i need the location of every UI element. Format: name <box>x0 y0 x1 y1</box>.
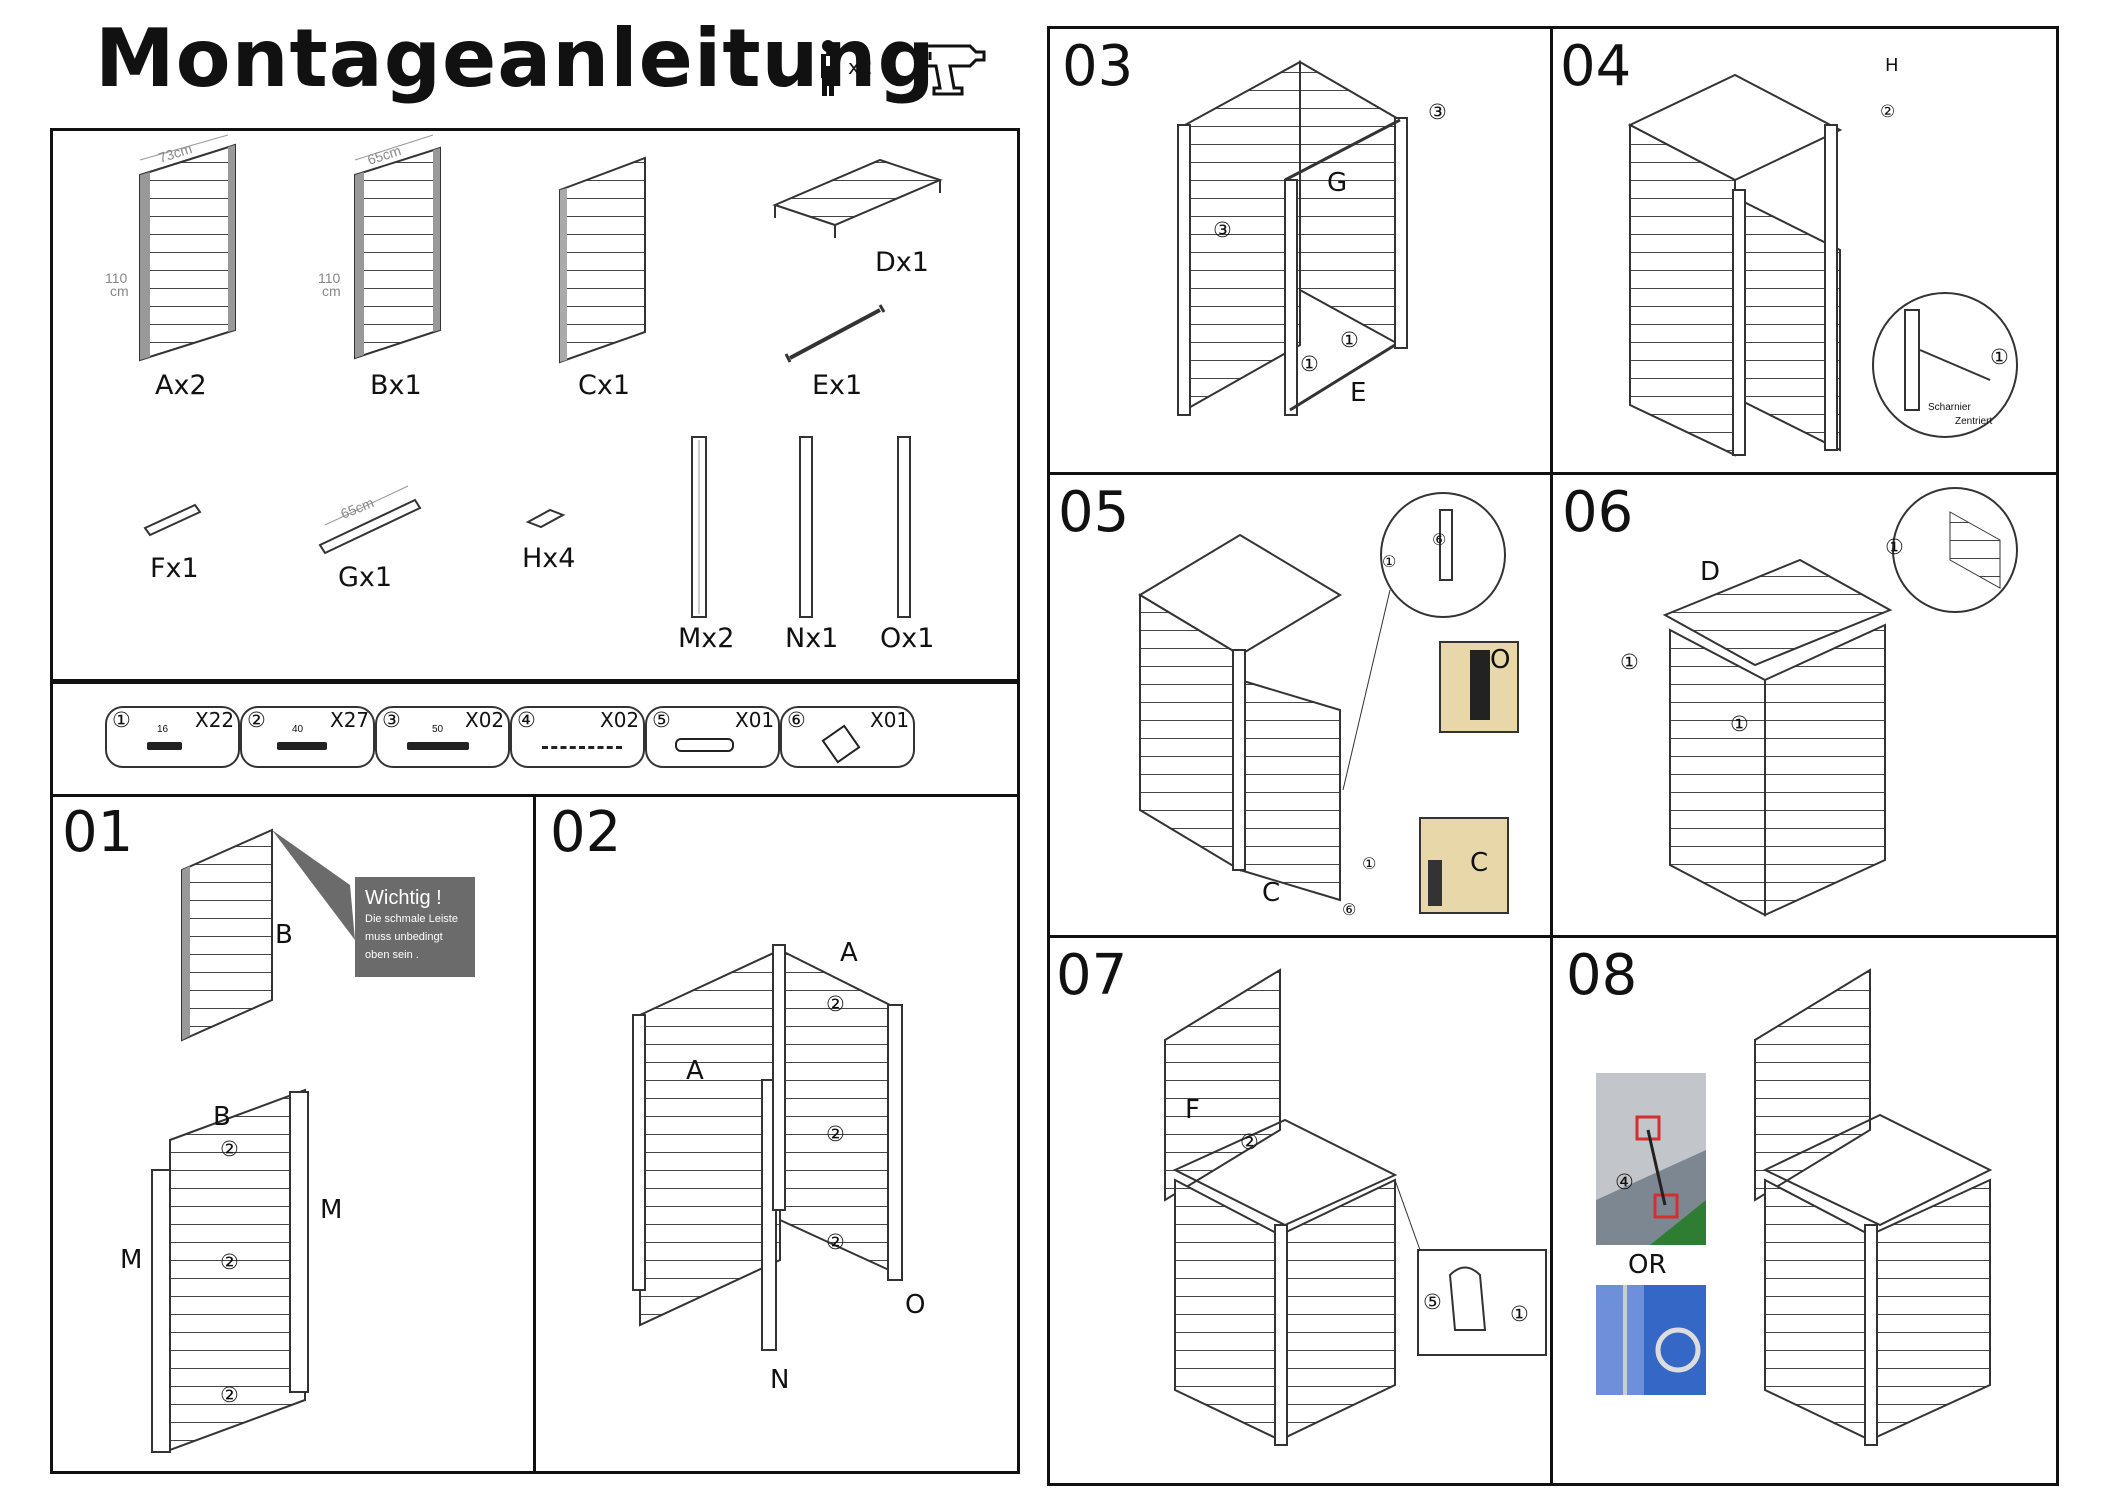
step-03-screw-3a: ③ <box>1428 101 1447 124</box>
step-02-label-n: N <box>770 1365 790 1395</box>
note-title: Wichtig ! <box>365 887 442 909</box>
part-c-label: Cx1 <box>578 370 631 401</box>
note-line-2: muss unbedingt <box>365 931 443 943</box>
page-title: Montageanleitung <box>95 12 936 105</box>
step-03-label-g: G <box>1327 168 1348 198</box>
person-icon <box>812 38 852 98</box>
step-03-screw-1b: ① <box>1300 353 1319 376</box>
part-o-label: Ox1 <box>880 623 935 654</box>
step-02-panel <box>533 794 1020 1474</box>
step-01-label-b: B <box>275 920 293 950</box>
screw-icon <box>147 742 182 750</box>
part-d-label: Dx1 <box>875 247 929 278</box>
steps-right-panel <box>1047 26 2059 1486</box>
step-01-label-m-right: M <box>320 1195 343 1225</box>
grid-line-h1 <box>1047 472 2059 475</box>
step-05-label-c: C <box>1262 878 1281 908</box>
step-04-label-h: H <box>1885 55 1899 76</box>
step-03-label-e: E <box>1350 378 1367 408</box>
step-02-screw-2a: ② <box>826 993 845 1016</box>
hardware-3: ③ X02 50 <box>375 706 510 768</box>
persons-count: x2 <box>848 55 873 79</box>
step-04-inset-text-2: Zentriert <box>1955 416 1993 427</box>
chain-icon <box>542 746 622 753</box>
part-f-label: Fx1 <box>150 553 199 584</box>
step-01-number: 01 <box>62 800 134 865</box>
step-05-photo-c: C <box>1470 848 1489 878</box>
step-01-label-m-left: M <box>120 1245 143 1275</box>
step-03-number: 03 <box>1062 34 1134 99</box>
step-04-number: 04 <box>1560 34 1632 99</box>
note-line-1: Die schmale Leiste <box>365 913 458 925</box>
step-07-screw-1: ① <box>1510 1303 1529 1326</box>
part-b-label: Bx1 <box>370 370 422 401</box>
hardware-5: ⑤ X01 <box>645 706 780 768</box>
step-07-screw-5: ⑤ <box>1423 1291 1442 1314</box>
step-05-screw-6b: ⑥ <box>1342 902 1357 919</box>
part-a-height-b: cm <box>110 283 129 299</box>
screw-icon <box>277 742 327 750</box>
step-07-screw-2: ② <box>1240 1131 1259 1154</box>
step-05-number: 05 <box>1058 480 1130 545</box>
step-05-screw-1b: ① <box>1362 856 1377 873</box>
part-b-height-a: 110 <box>318 270 341 286</box>
step-04-screw-1: ① <box>1990 346 2009 369</box>
step-07-label-f: F <box>1185 1095 1200 1125</box>
step-08-chain-4: ④ <box>1615 1171 1634 1194</box>
step-03-screw-3b: ③ <box>1213 219 1232 242</box>
hardware-2: ② X27 40 <box>240 706 375 768</box>
part-n-label: Nx1 <box>785 623 839 654</box>
step-02-screw-2b: ② <box>826 1123 845 1146</box>
hardware-4: ④ X02 <box>510 706 645 768</box>
step-08-number: 08 <box>1566 943 1638 1008</box>
step-06-label-d: D <box>1700 557 1721 587</box>
part-b-height-b: cm <box>322 283 341 299</box>
step-06-number: 06 <box>1562 480 1634 545</box>
step-02-label-a-left: A <box>686 1056 704 1086</box>
step-02-number: 02 <box>550 800 622 865</box>
hardware-1: ① X22 16 <box>105 706 240 768</box>
hinge-icon <box>821 724 861 764</box>
step-01-note: Wichtig ! Die schmale Leiste muss unbedi… <box>355 877 475 977</box>
step-02-label-o: O <box>905 1290 926 1320</box>
step-04-screw-2: ② <box>1880 102 1896 121</box>
part-e-label: Ex1 <box>812 370 863 401</box>
step-06-screw-1c: ① <box>1885 536 1904 559</box>
step-06-screw-1b: ① <box>1730 713 1749 736</box>
step-03-screw-1a: ① <box>1340 329 1359 352</box>
step-01-label-b-top: B <box>213 1102 231 1132</box>
part-a-height-a: 110 <box>105 270 128 286</box>
step-01-screw-2b: ② <box>220 1251 239 1274</box>
step-02-label-a-top: A <box>840 938 858 968</box>
hardware-6: ⑥ X01 <box>780 706 915 768</box>
part-a-label: Ax2 <box>155 370 207 401</box>
step-08-or: OR <box>1628 1250 1667 1280</box>
step-05-screw-6a: ⑥ <box>1432 532 1447 549</box>
screw-icon <box>407 742 469 750</box>
step-04-inset-text-1: Scharnier <box>1928 402 1971 413</box>
step-02-screw-2c: ② <box>826 1231 845 1254</box>
parts-panel <box>50 128 1020 682</box>
step-06-screw-1a: ① <box>1620 651 1639 674</box>
part-m-label: Mx2 <box>678 623 735 654</box>
grid-line-h2 <box>1047 935 2059 938</box>
part-g-label: Gx1 <box>338 562 393 593</box>
drill-icon <box>918 40 988 96</box>
note-line-3: oben sein . <box>365 949 419 961</box>
step-01-screw-2a: ② <box>220 1138 239 1161</box>
step-01-screw-2c: ② <box>220 1384 239 1407</box>
grid-line-v <box>1550 26 1553 1486</box>
step-05-screw-1a: ① <box>1382 554 1397 571</box>
part-h-label: Hx4 <box>522 543 576 574</box>
step-07-number: 07 <box>1056 943 1128 1008</box>
latch-icon <box>675 738 734 752</box>
step-05-photo-o: O <box>1490 645 1511 675</box>
